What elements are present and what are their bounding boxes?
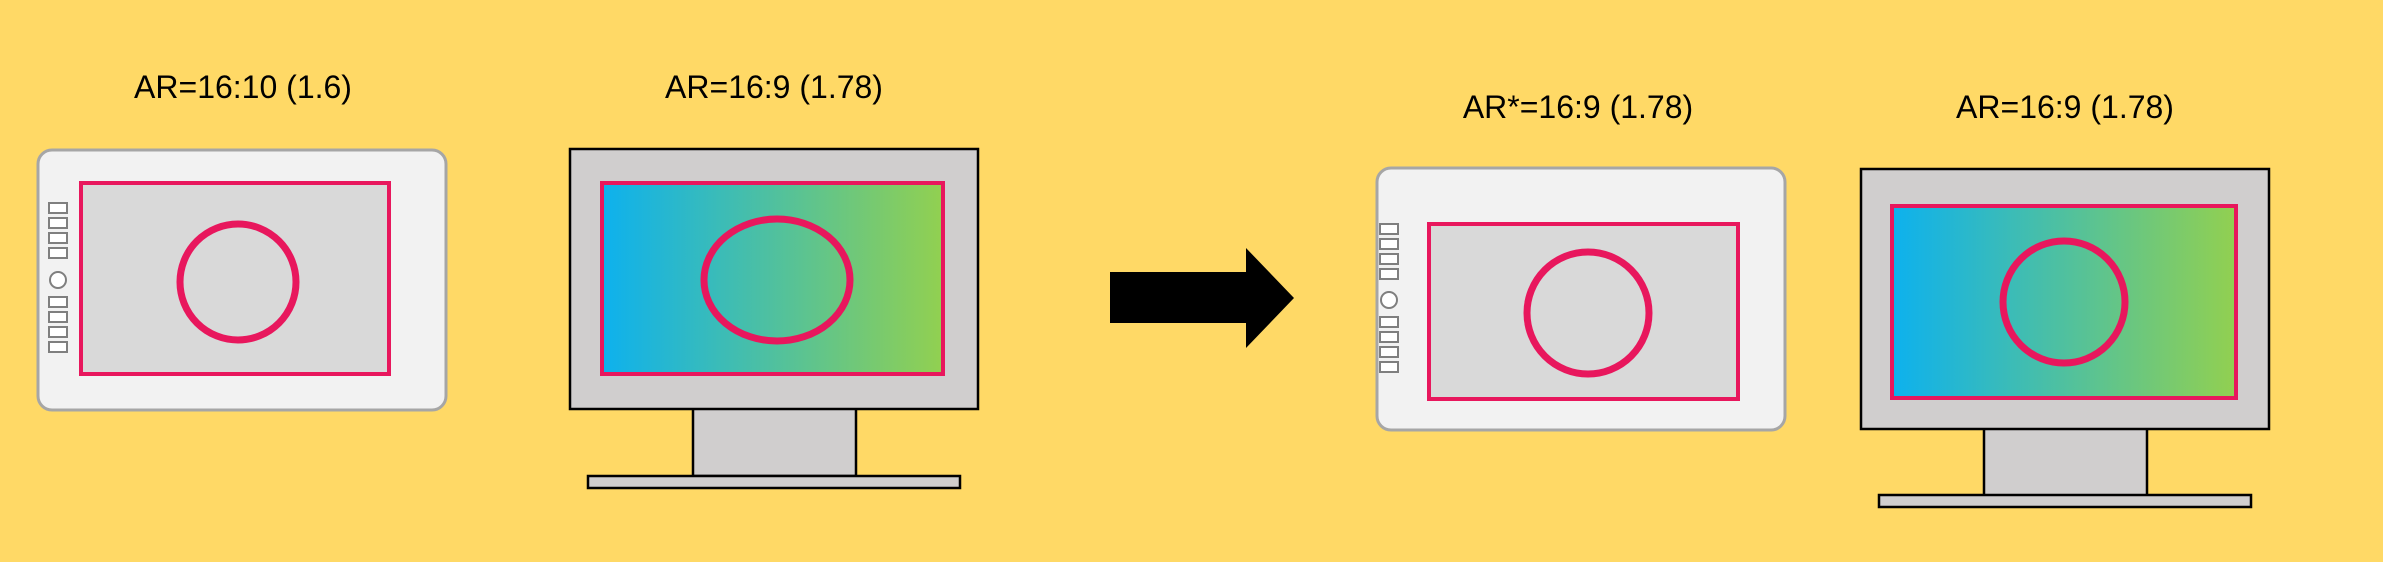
right-arrow-icon	[1110, 248, 1294, 348]
circle-icon	[1999, 237, 2129, 367]
circle-icon	[1523, 248, 1653, 378]
ellipse-icon	[700, 215, 854, 345]
label-monitor-before: AR=16:9 (1.78)	[665, 69, 883, 105]
monitor-screen	[1890, 204, 2238, 400]
monitor-before	[568, 147, 980, 490]
monitor-after	[1859, 167, 2271, 509]
tablet-before	[36, 148, 448, 412]
label-monitor-after: AR=16:9 (1.78)	[1956, 89, 2174, 125]
monitor-neck	[691, 406, 858, 478]
monitor-screen	[600, 181, 945, 376]
monitor-base	[1877, 493, 2253, 509]
monitor-neck	[1982, 426, 2149, 498]
tablet-active-area	[79, 181, 391, 376]
express-keys-icon	[48, 202, 68, 353]
express-keys-icon	[1379, 223, 1399, 373]
label-tablet-before: AR=16:10 (1.6)	[134, 69, 352, 105]
label-tablet-after: AR*=16:9 (1.78)	[1462, 89, 1694, 125]
circle-icon	[176, 220, 300, 344]
tablet-after	[1375, 166, 1787, 432]
monitor-base	[586, 474, 962, 490]
